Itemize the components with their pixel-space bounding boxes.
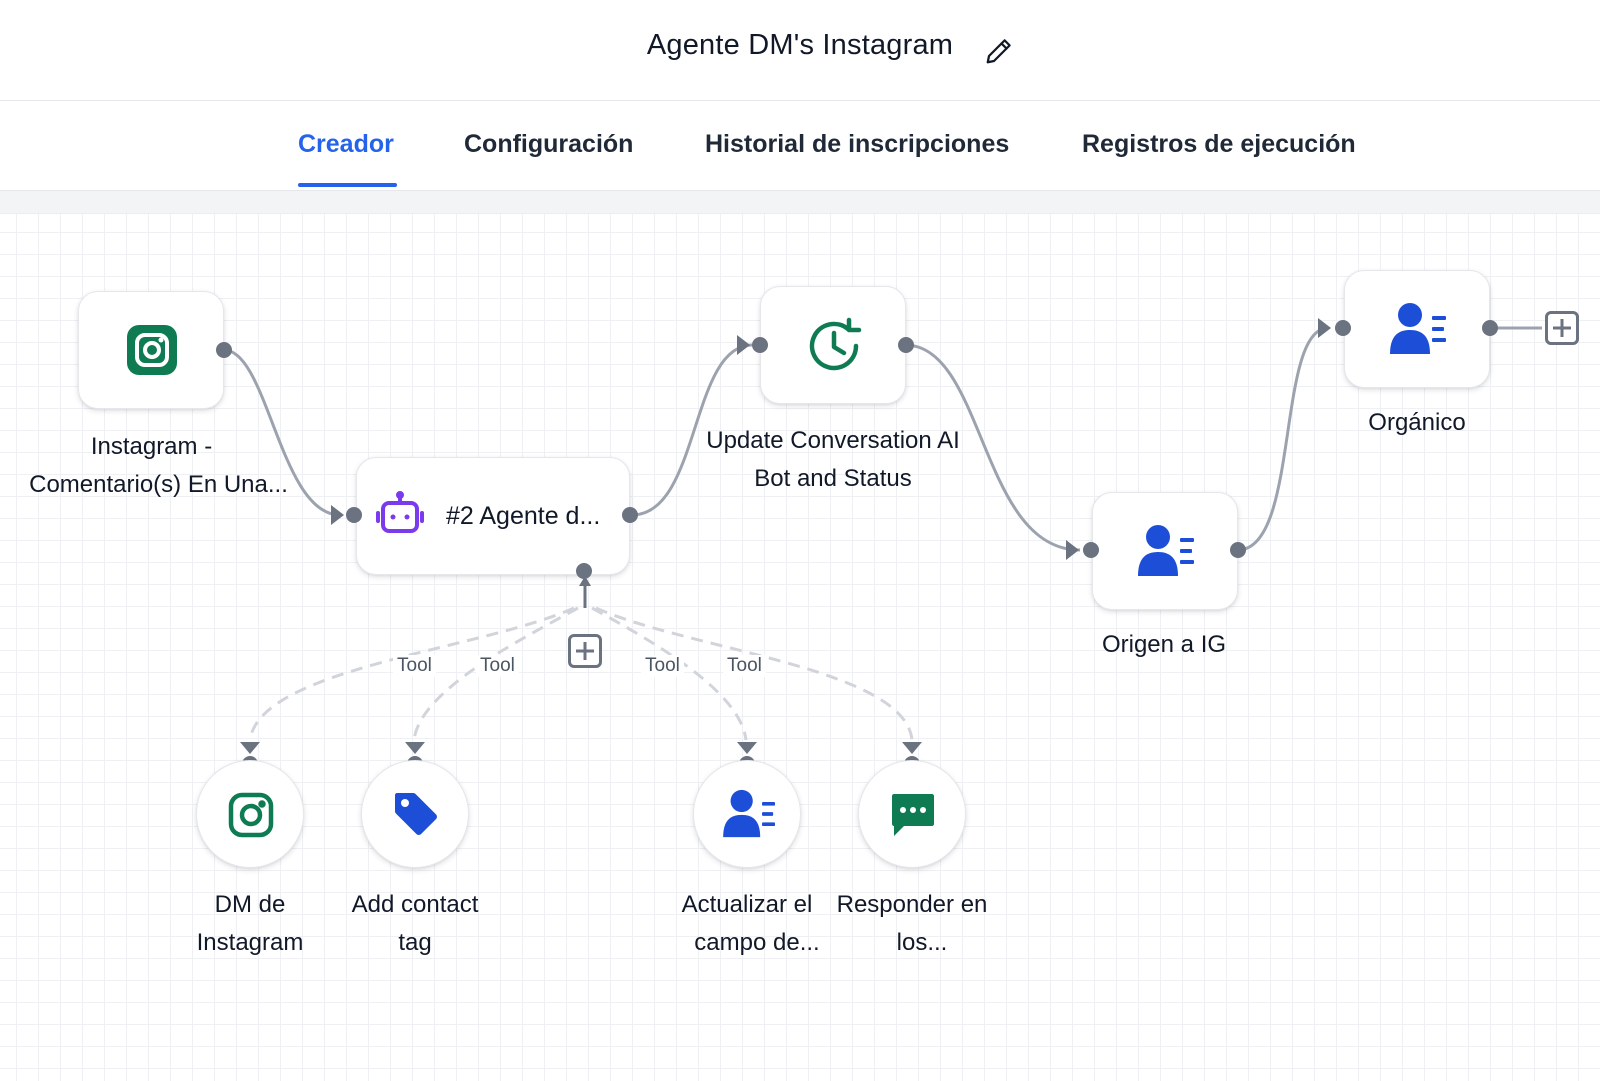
- add-tool-button[interactable]: [568, 634, 602, 668]
- tool-label-4: Tool: [723, 655, 766, 677]
- tab-creador[interactable]: Creador: [298, 130, 394, 158]
- tool-node-add-contact-tag[interactable]: [361, 760, 469, 868]
- node-label-organico: Orgánico: [1368, 409, 1466, 436]
- contact-icon: [1390, 303, 1446, 354]
- action-node-update-conversation-ai[interactable]: [760, 286, 906, 404]
- workflow-title: Agente DM's Instagram: [646, 29, 954, 61]
- instagram-icon: [127, 325, 177, 375]
- tool-label-1: Tool: [393, 655, 436, 677]
- tool-label-3: Tool: [641, 655, 684, 677]
- input-port[interactable]: [1335, 320, 1351, 336]
- tool-label-responder-line1: Responder en: [836, 891, 988, 918]
- input-port[interactable]: [752, 337, 768, 353]
- tool-label-dm-line2: Instagram: [196, 929, 304, 956]
- tools-port[interactable]: [576, 563, 592, 579]
- trigger-node-instagram-comment[interactable]: [78, 291, 224, 409]
- tool-label-actualizar-line1: Actualizar el: [681, 891, 813, 918]
- ai-agent-node[interactable]: #2 Agente d...: [356, 457, 630, 575]
- node-label-trigger-line2: Comentario(s) En Una...: [29, 471, 288, 498]
- ai-agent-label: #2 Agente d...: [446, 502, 601, 530]
- tag-icon: [395, 793, 437, 835]
- tool-node-responder[interactable]: [858, 760, 966, 868]
- input-port[interactable]: [1083, 542, 1099, 558]
- node-label-update-line2: Bot and Status: [754, 465, 912, 492]
- tool-label-tag-line2: tag: [398, 929, 432, 956]
- active-tab-indicator: [298, 183, 397, 187]
- output-port[interactable]: [1482, 320, 1498, 336]
- add-step-button[interactable]: [1545, 311, 1579, 345]
- clock-refresh-icon: [809, 317, 862, 371]
- tab-configuracion[interactable]: Configuración: [464, 130, 634, 158]
- node-label-origen: Origen a IG: [1101, 631, 1227, 658]
- chat-icon: [892, 794, 934, 836]
- tool-label-responder-line2: los...: [896, 929, 948, 956]
- action-node-origen-a-ig[interactable]: [1092, 492, 1238, 610]
- node-label-trigger-line1: Instagram -: [90, 433, 213, 460]
- output-port[interactable]: [622, 507, 638, 523]
- contact-icon: [723, 789, 775, 838]
- tool-node-actualizar-campo[interactable]: [693, 760, 801, 868]
- tool-label-2: Tool: [476, 655, 519, 677]
- robot-icon: [376, 491, 424, 533]
- tab-registros-de-ejecucion[interactable]: Registros de ejecución: [1082, 130, 1356, 158]
- tool-node-dm-instagram[interactable]: [196, 760, 304, 868]
- pencil-icon[interactable]: [984, 36, 1014, 66]
- contact-icon: [1138, 525, 1194, 576]
- tool-label-tag-line1: Add contact: [351, 891, 479, 918]
- action-node-organico[interactable]: [1344, 270, 1490, 388]
- input-port[interactable]: [346, 507, 362, 523]
- tool-label-dm-line1: DM de: [214, 891, 286, 918]
- title-bar: Agente DM's Instagram: [0, 0, 1600, 101]
- tab-bar: Creador Configuración Historial de inscr…: [0, 102, 1600, 190]
- output-port[interactable]: [1230, 542, 1246, 558]
- output-port[interactable]: [898, 337, 914, 353]
- output-port[interactable]: [216, 342, 232, 358]
- node-label-update-line1: Update Conversation AI: [706, 427, 960, 454]
- divider-band: [0, 190, 1600, 214]
- tab-historial-de-inscripciones[interactable]: Historial de inscripciones: [705, 130, 1010, 158]
- tool-label-actualizar-line2: campo de...: [694, 929, 820, 956]
- instagram-icon: [228, 792, 274, 838]
